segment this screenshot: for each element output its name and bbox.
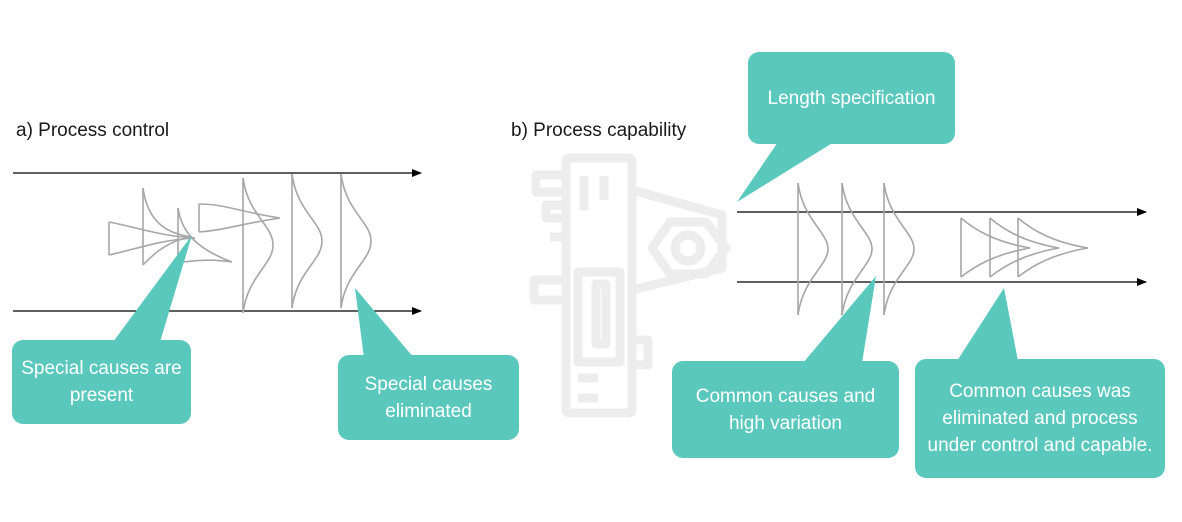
panel-a-title: a) Process control xyxy=(16,120,170,141)
capable-distributions xyxy=(960,217,1089,278)
callout-capable-text: Common causes was eliminated and process… xyxy=(927,381,1153,456)
callout-shape-capable xyxy=(915,288,1165,478)
callout-special-present-text: Special causes are present xyxy=(21,358,182,406)
callout-length-spec-text: Length specification xyxy=(767,87,936,109)
callout-capable: Common causes was eliminated and process… xyxy=(915,359,1165,478)
callout-common-high-text: Common causes and high variation xyxy=(695,385,876,434)
callout-shape-common-high xyxy=(672,276,899,458)
callout-special-eliminated-text: Special causes eliminated xyxy=(364,373,493,422)
callout-common-high: Common causes and high variation xyxy=(672,361,899,458)
callout-shape-eliminated xyxy=(338,288,519,440)
controlled-distributions xyxy=(242,173,372,314)
special-cause-distributions xyxy=(108,187,281,266)
caliper-icon xyxy=(529,153,731,418)
panel-b-title: b) Process capability xyxy=(511,120,687,141)
callout-length-spec: Length specification xyxy=(748,52,955,144)
callout-shape-present xyxy=(12,235,192,424)
callout-special-eliminated: Special causes eliminated xyxy=(338,355,519,440)
callout-special-present: Special causes are present xyxy=(12,340,191,424)
callout-shape-spec xyxy=(737,52,955,202)
high-variation-distributions xyxy=(797,182,915,316)
